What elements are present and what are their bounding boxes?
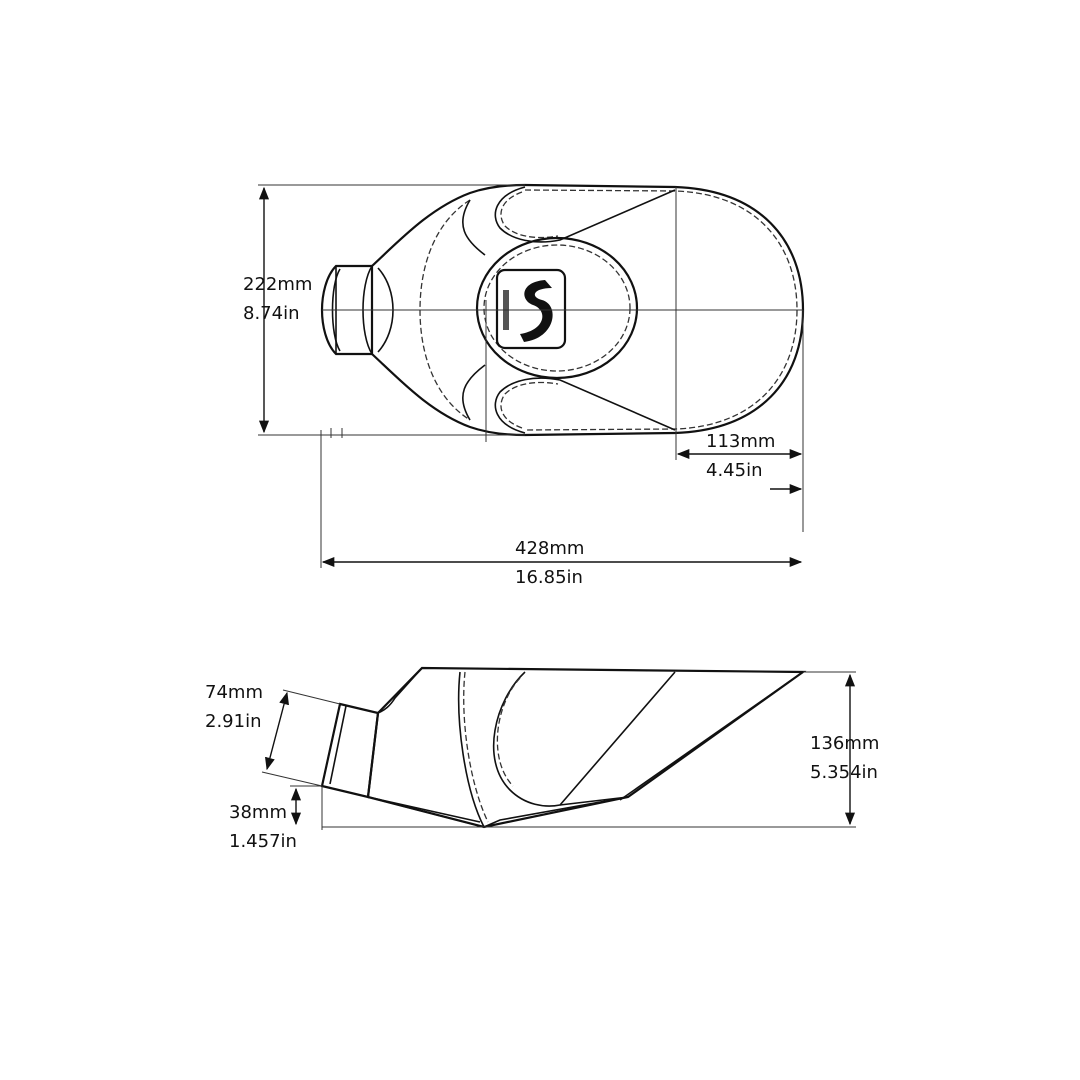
side-view-fin [457, 671, 485, 828]
dim-136-in: 5.354in [810, 762, 878, 783]
logo-s-mark [520, 280, 553, 342]
side-view [320, 666, 807, 829]
dim-74-mm: 74mm [205, 682, 263, 703]
logo-badge [495, 268, 567, 350]
dim-222-mm: 222mm [243, 274, 313, 295]
dim-74-in: 2.91in [205, 711, 262, 732]
top-view-lower-fin [494, 377, 676, 434]
dim-222-in: 8.74in [243, 303, 300, 324]
dim-136-mm: 136mm [810, 733, 880, 754]
dim-428-in: 16.85in [515, 567, 583, 588]
logo-plate [475, 236, 639, 380]
dim-38-in: 1.457in [229, 831, 297, 852]
top-view-upper-fin [494, 186, 676, 243]
dim-113-in: 4.45in [706, 460, 763, 481]
dim-line-74 [265, 691, 289, 771]
side-view-dimensions [261, 671, 856, 830]
top-view [320, 183, 805, 460]
dim-38-mm: 38mm [229, 802, 287, 823]
top-view-dimensions [258, 184, 804, 568]
side-view-outline [366, 666, 807, 829]
dim-428-mm: 428mm [515, 538, 585, 559]
dim-113-mm: 113mm [706, 431, 776, 452]
